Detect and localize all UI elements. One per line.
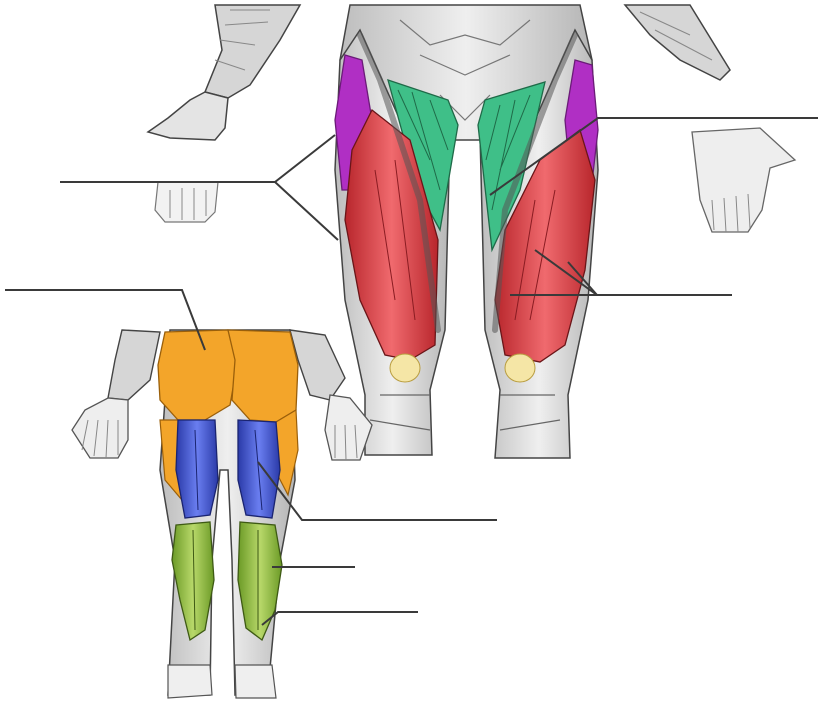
posterior-view bbox=[72, 330, 372, 698]
orange-gluteus-left bbox=[158, 330, 238, 420]
label-line-soleus bbox=[262, 612, 418, 625]
posterior-right-foot bbox=[235, 665, 276, 698]
anterior-left-hand bbox=[148, 92, 228, 140]
posterior-left-foot bbox=[168, 665, 212, 698]
patella-right bbox=[505, 354, 535, 382]
label-line-quadriceps-lateral-branch bbox=[275, 182, 338, 240]
blue-hamstrings-left bbox=[176, 420, 218, 518]
anterior-right-hand bbox=[692, 128, 795, 232]
patella-left bbox=[390, 354, 420, 382]
label-line-quadriceps-lateral bbox=[60, 135, 335, 182]
blue-hamstrings-right bbox=[238, 420, 280, 518]
posterior-left-hand bbox=[72, 398, 128, 458]
anterior-left-fingers bbox=[155, 182, 218, 222]
posterior-left-arm bbox=[108, 330, 160, 400]
olive-gastrocnemius-right bbox=[238, 522, 282, 640]
anterior-left-arm bbox=[148, 5, 300, 222]
